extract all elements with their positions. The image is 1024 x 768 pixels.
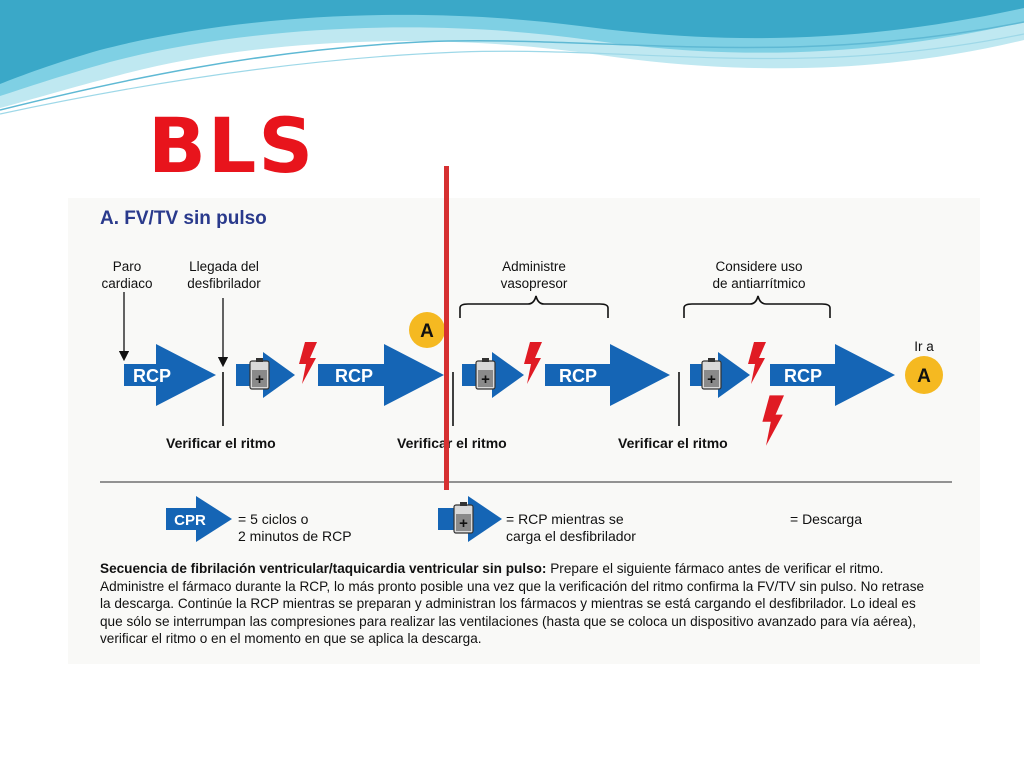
rcp-arrow-3 (545, 344, 670, 406)
legend-cpr-text: = 5 ciclos o 2 minutos de RCP (238, 511, 352, 544)
label-paro-cardiaco: Paro cardiaco (101, 259, 153, 291)
rcp-arrow-label: RCP (335, 366, 373, 386)
verificar-ritmo-3: Verificar el ritmo (618, 435, 728, 451)
shock-bolt-icon (748, 342, 766, 384)
label-ir-a: Ir a (914, 339, 934, 354)
slide-title: BLS (148, 101, 316, 190)
battery-icon (701, 357, 722, 390)
badge-a (409, 312, 445, 348)
badge-final-a-label: A (917, 366, 931, 387)
rcp-arrow-label: RCP (133, 366, 171, 386)
description-lead: Secuencia de fibrilación ventricular/taq… (100, 561, 547, 576)
label-considere-antiarritmico: Considere uso de antiarrítmico (712, 259, 806, 291)
battery-icon (249, 357, 270, 390)
header-waves (0, 0, 1024, 115)
badge-final-a (905, 356, 943, 394)
legend-shock-text: = Descarga (790, 511, 862, 527)
rcp-arrow-1 (124, 344, 216, 406)
legend-battery-icon (453, 501, 474, 534)
sequence-description: Secuencia de fibrilación ventricular/taq… (100, 560, 930, 648)
diagram-panel (68, 198, 980, 664)
legend-cpr-arrow (166, 496, 232, 542)
rcp-arrow-label: RCP (784, 366, 822, 386)
legend-shock-bolt-icon (762, 395, 785, 446)
label-administre-vasopresor: Administre vasopresor (500, 259, 568, 291)
label-llegada-desfibrilador: Llegada del desfibrilador (187, 259, 261, 291)
legend-cpr-arrow-label: CPR (174, 512, 206, 529)
brace-vasopresor (459, 295, 609, 318)
legend-charging-text: = RCP mientras se carga el desfibrilador (506, 511, 636, 544)
shock-bolt-icon (524, 342, 542, 384)
badge-a-label: A (420, 321, 434, 342)
rcp-arrow-2 (318, 344, 444, 406)
annotation-red-line (444, 166, 449, 490)
rcp-arrow-4 (770, 344, 895, 406)
brace-antiarritmico (683, 295, 831, 318)
diagram-heading: A. FV/TV sin pulso (100, 208, 267, 229)
verificar-ritmo-1: Verificar el ritmo (166, 435, 276, 451)
rcp-arrow-label: RCP (559, 366, 597, 386)
shock-bolt-icon (299, 342, 317, 384)
battery-icon (475, 357, 496, 390)
description-body: Prepare el siguiente fármaco antes de ve… (100, 561, 925, 646)
verificar-ritmo-2: Verificar el ritmo (397, 435, 507, 451)
